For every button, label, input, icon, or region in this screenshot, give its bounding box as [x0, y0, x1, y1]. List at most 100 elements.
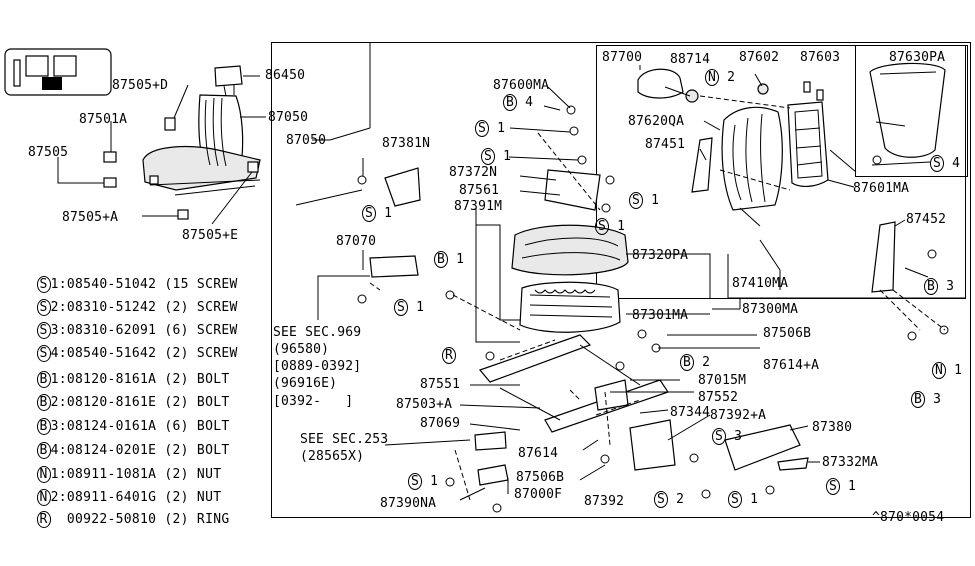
part-label: 87390NA: [380, 496, 437, 511]
car-locator-icon: [4, 48, 112, 96]
part-label: 87503+A: [396, 397, 453, 412]
screw-symbol: S: [595, 218, 610, 235]
back-panel-detail-frame: [855, 45, 968, 177]
screw-symbol: S: [930, 155, 945, 172]
part-label: 87069: [420, 416, 461, 431]
callout-number: 4: [952, 156, 961, 171]
callout-number: 4: [525, 95, 534, 110]
part-label: 87552: [698, 390, 739, 405]
nut-symbol: N: [705, 69, 720, 86]
callout-number: 1: [497, 121, 506, 136]
callout-S2: S 2: [654, 491, 685, 508]
part-label: 87410MA: [732, 276, 789, 291]
legend-symbol: B: [36, 418, 51, 435]
part-label: 87700: [602, 50, 643, 65]
callout-number: 2: [676, 492, 685, 507]
callout-S1: S 1: [408, 473, 438, 490]
legend-row: R 00922-50810 (2) RING: [4, 497, 229, 542]
callout-S1: S 1: [394, 299, 425, 316]
screw-symbol: S: [654, 491, 669, 508]
callout-number: 1: [456, 252, 465, 267]
bolt-symbol: B: [503, 94, 518, 111]
part-label: 87391M: [454, 199, 503, 214]
callout-B4: B 4: [503, 94, 534, 111]
callout-B3: B 3: [924, 278, 955, 295]
legend-symbol: S: [36, 276, 51, 293]
part-label: 87372N: [449, 165, 498, 180]
part-label: 87506B: [516, 470, 565, 485]
legend-symbol: S: [36, 299, 51, 316]
callout-S3: S 3: [712, 428, 743, 445]
part-label: 87332MA: [822, 455, 879, 470]
part-label: 87050: [268, 110, 309, 125]
legend-text: 2:08310-51242 (2) SCREW: [50, 300, 238, 315]
part-label: 87505+D: [112, 78, 169, 93]
part-label: 87602: [739, 50, 780, 65]
callout-R: R: [442, 347, 457, 364]
part-label: 87300MA: [742, 302, 799, 317]
part-label: 87301MA: [632, 308, 689, 323]
part-label: 87505: [28, 145, 69, 160]
part-label: 87614+A: [763, 358, 820, 373]
part-label: 87392: [584, 494, 625, 509]
part-label: 86450: [265, 68, 306, 83]
part-label: 87381N: [382, 136, 431, 151]
callout-number: 1: [503, 149, 512, 164]
callout-number: 1: [954, 363, 963, 378]
part-label: 87603: [800, 50, 841, 65]
callout-number: 1: [416, 300, 425, 315]
main-assembly-frame: [271, 42, 971, 518]
legend-symbol: N: [36, 489, 51, 506]
callout-B3: B 3: [911, 391, 941, 408]
callout-B1: B 1: [434, 251, 465, 268]
part-label: 87601MA: [853, 181, 910, 196]
callout-N2: N 2: [705, 69, 736, 86]
part-label: 87501A: [79, 112, 128, 127]
callout-S1: S 1: [481, 148, 512, 165]
bolt-symbol: B: [434, 251, 449, 268]
part-label: 87451: [645, 137, 686, 152]
callout-number: 1: [384, 206, 393, 221]
bolt-symbol: B: [924, 278, 939, 295]
callout-number: 2: [727, 70, 736, 85]
section-reference-code: (96916E): [273, 376, 338, 391]
legend-text: 3:08124-0161A (6) BOLT: [50, 419, 230, 434]
part-label: 87320PA: [632, 248, 689, 263]
part-label: 87600MA: [493, 78, 550, 93]
screw-symbol: S: [408, 473, 423, 490]
callout-number: 3: [734, 429, 743, 444]
callout-S1: S 1: [595, 218, 625, 235]
diagram-code: ^870*0054: [872, 510, 945, 525]
legend-text: 1:08540-51042 (15 SCREW: [50, 277, 238, 292]
part-label: 87380: [812, 420, 853, 435]
callout-number: 3: [946, 279, 955, 294]
legend-symbol: N: [36, 466, 51, 483]
part-label: 87015M: [698, 373, 747, 388]
callout-S1: S 1: [629, 192, 659, 209]
complete-seat-drawing: [103, 65, 261, 220]
legend-text: 2:08120-8161E (2) BOLT: [50, 395, 230, 410]
callout-S1: S 1: [826, 478, 856, 495]
part-label: 87070: [336, 234, 377, 249]
part-label: 87561: [459, 183, 500, 198]
callout-S1: S 1: [728, 491, 758, 508]
callout-B2: B 2: [680, 354, 710, 371]
legend-symbol: B: [36, 371, 51, 388]
part-label: 87344: [670, 405, 711, 420]
callout-S1: S 1: [475, 120, 506, 137]
legend-text: 4:08124-0201E (2) BOLT: [50, 443, 230, 458]
applicability-range: [0392- ]: [273, 394, 354, 409]
legend-text: 00922-50810 (2) RING: [50, 512, 230, 527]
bolt-symbol: B: [911, 391, 926, 408]
part-label: 87392+A: [710, 408, 767, 423]
callout-S4: S 4: [930, 155, 961, 172]
nut-symbol: N: [932, 362, 947, 379]
